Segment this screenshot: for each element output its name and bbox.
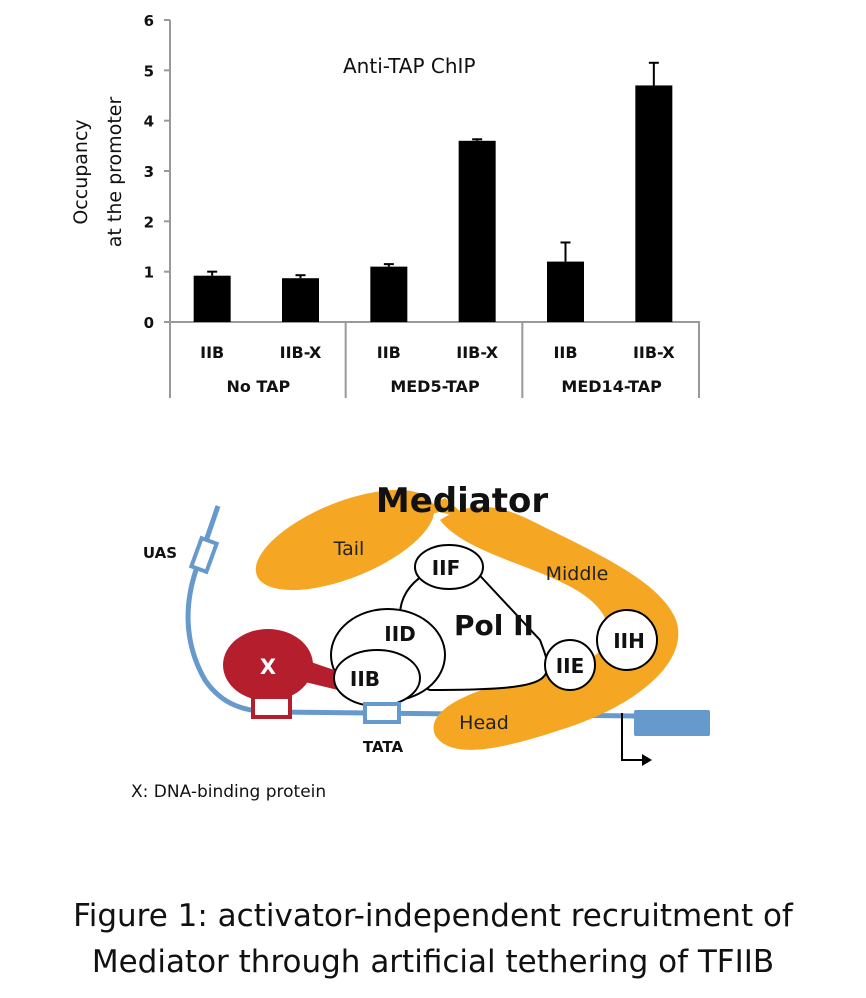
tata-label: TATA	[363, 738, 404, 756]
activator-x	[223, 629, 313, 701]
y-tick-label: 3	[144, 163, 154, 181]
y-tick-label: 6	[144, 12, 154, 30]
bar	[282, 278, 319, 322]
figure-caption-line1: Figure 1: activator-independent recruitm…	[73, 898, 793, 934]
middle-label: Middle	[546, 563, 609, 585]
tail-label: Tail	[333, 538, 365, 560]
group-label: MED5-TAP	[390, 377, 480, 396]
figure-caption-line2: Mediator through artificial tethering of…	[91, 944, 775, 980]
x-tick-label: IIB-X	[456, 343, 498, 362]
iih-factor	[596, 609, 658, 671]
x-tick-label: IIB-X	[280, 343, 322, 362]
gene-body	[634, 710, 710, 736]
bar	[458, 140, 496, 322]
iib-label: IIB	[350, 667, 380, 691]
tata-box	[363, 702, 401, 724]
chart-title: Anti-TAP ChIP	[343, 54, 476, 78]
iie-factor	[544, 639, 596, 691]
x-tick-label: IIB	[377, 343, 401, 362]
activator-x-label: X	[260, 655, 276, 679]
x-tick-label: IIB	[553, 343, 577, 362]
uas-box	[188, 535, 220, 575]
diagram-note: X: DNA-binding protein	[131, 782, 326, 802]
iie-label: IIE	[556, 654, 585, 678]
mediator-diagram: Mediator IIF IID X IIB Pol II IIE IIH Ta…	[131, 481, 710, 802]
bar-chart: 0 1 2 3 4 5 6 IIB IIB-X IIB IIB-X IIB IIB-X No TAP M…	[70, 12, 700, 398]
y-tick-label: 1	[144, 264, 154, 282]
y-tick-label: 0	[144, 314, 154, 332]
y-tick-label: 4	[144, 113, 154, 131]
bar	[635, 85, 673, 322]
bar	[370, 266, 408, 322]
tss-arrowhead-icon	[642, 754, 652, 766]
mediator-tail-wedge	[400, 498, 470, 520]
iif-factor	[414, 544, 484, 590]
tss-arrow	[621, 713, 645, 761]
head-label: Head	[459, 712, 509, 734]
iid-label: IID	[384, 622, 415, 646]
iih-label: IIH	[613, 629, 645, 653]
bar	[193, 275, 231, 322]
y-tick-label: 5	[144, 62, 154, 80]
activator-x-linker	[305, 660, 340, 690]
pol2-label: Pol II	[454, 609, 534, 642]
activator-binding-site	[251, 695, 292, 719]
y-axis-label-line1: Occupancy	[70, 119, 92, 224]
group-label: No TAP	[226, 377, 290, 396]
mediator-tail	[255, 489, 435, 591]
bar	[547, 261, 584, 322]
mediator-title: Mediator	[376, 481, 548, 521]
iif-label: IIF	[432, 556, 461, 580]
x-tick-label: IIB-X	[633, 343, 675, 362]
x-tick-label: IIB	[200, 343, 224, 362]
group-label: MED14-TAP	[561, 377, 662, 396]
y-axis-label-line2: at the promoter	[104, 97, 126, 248]
y-tick-label: 2	[144, 213, 154, 231]
uas-label: UAS	[143, 544, 177, 562]
